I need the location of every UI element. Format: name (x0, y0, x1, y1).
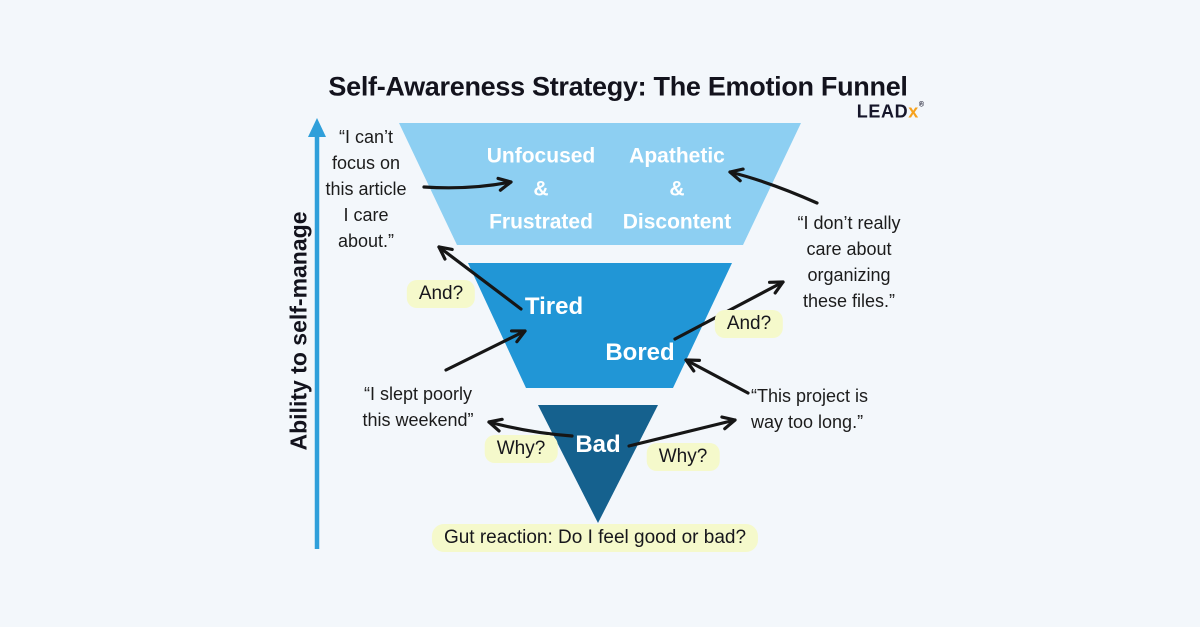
quote-slept-poorly: “I slept poorly this weekend” (362, 384, 474, 430)
badge-and-left: And? (406, 280, 476, 308)
arrow-dont-care-to-apathetic (728, 167, 819, 205)
badge-why-left: Why? (484, 435, 558, 463)
leadx-logo: LEADx® (857, 102, 924, 123)
funnel-level-top (399, 123, 801, 245)
logo-trademark: ® (918, 101, 924, 109)
logo-lead-text: LEAD (856, 101, 909, 122)
quote-dont-care: “I don’t really care about organizing th… (797, 213, 901, 311)
quote-cant-focus: “I can’t focus on this article I care ab… (325, 127, 407, 251)
funnel-label-tired: Tired (524, 293, 584, 320)
funnel-level-bottom (538, 405, 658, 523)
arrow-bad-to-project-long (627, 415, 737, 448)
arrow-bad-to-slept-poorly (487, 417, 574, 438)
badge-gut-reaction: Gut reaction: Do I feel good or bad? (431, 524, 759, 552)
badge-why-right: Why? (646, 443, 720, 471)
page-title: Self-Awareness Strategy: The Emotion Fun… (328, 71, 908, 102)
badge-and-right: And? (714, 310, 784, 338)
funnel-label-bored: Bored (605, 339, 675, 366)
funnel-label-unfocused-frustrated: Unfocused & Frustrated (486, 144, 596, 234)
funnel-label-bad: Bad (575, 431, 621, 458)
funnel-level-middle (468, 263, 732, 388)
logo-x-text: x (908, 101, 919, 122)
arrow-slept-poorly-to-tired (444, 329, 527, 372)
quote-project-long: “This project is way too long.” (751, 386, 869, 432)
arrow-tired-to-cant-focus (437, 245, 523, 311)
ability-axis-arrow (308, 118, 326, 549)
arrow-project-long-to-bored (684, 358, 750, 395)
arrow-cant-focus-to-unfocused (422, 176, 513, 192)
funnel-label-apathetic-discontent: Apathetic & Discontent (622, 144, 732, 234)
